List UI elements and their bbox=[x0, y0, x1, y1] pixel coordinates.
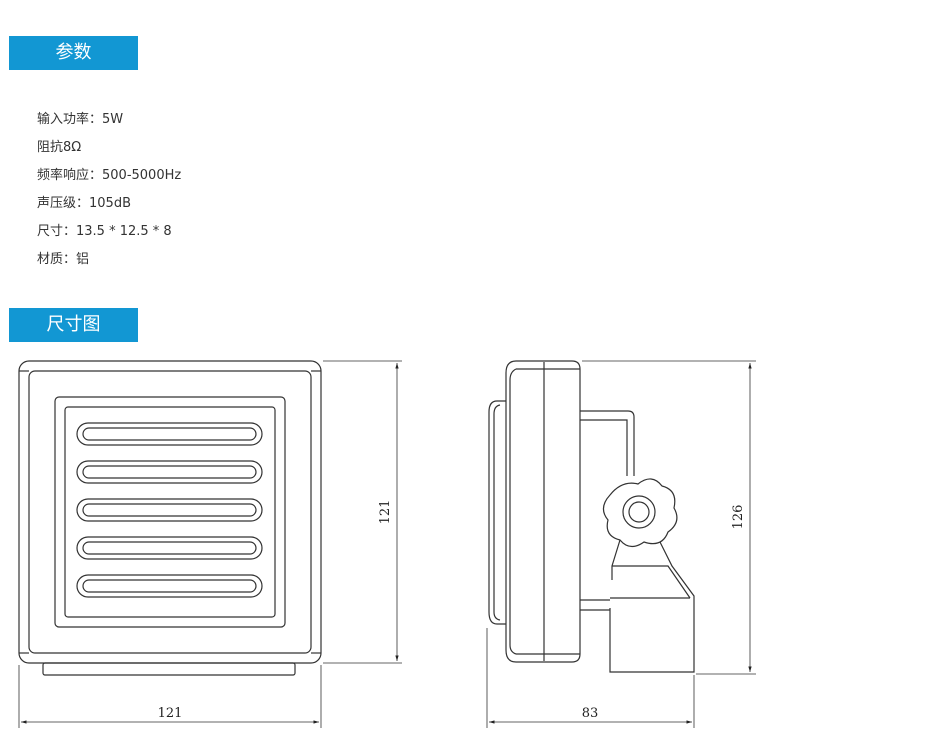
front-width-label: 121 bbox=[158, 706, 183, 721]
front-housing-inner bbox=[28, 370, 312, 654]
section-header-params: 参数 bbox=[9, 36, 138, 70]
section-header-dimensions: 尺寸图 bbox=[9, 308, 138, 342]
spec-impedance: 阻抗8Ω bbox=[37, 140, 82, 155]
side-housing bbox=[505, 360, 581, 663]
grille-frame-inner bbox=[64, 406, 276, 618]
front-base-foot bbox=[42, 662, 296, 676]
front-height-label: 121 bbox=[378, 500, 393, 525]
side-depth-dimension bbox=[486, 628, 695, 728]
spec-material: 材质：铝 bbox=[37, 252, 90, 267]
spec-size: 尺寸：13.5 * 12.5 * 8 bbox=[37, 224, 172, 239]
grille-frame-outer bbox=[54, 396, 286, 628]
spec-list: 输入功率：5W 阻抗8Ω 频率响应：500-5000Hz 声压级：105dB 尺… bbox=[37, 106, 181, 274]
side-knob bbox=[602, 478, 678, 548]
side-height-dimension bbox=[582, 360, 756, 675]
section-title-params: 参数 bbox=[55, 42, 92, 63]
spec-sound-pressure: 声压级：105dB bbox=[37, 196, 131, 211]
spec-frequency-response: 频率响应：500-5000Hz bbox=[37, 168, 182, 183]
grille-slots bbox=[76, 422, 263, 598]
section-title-dimensions: 尺寸图 bbox=[46, 314, 101, 335]
front-width-dimension bbox=[18, 665, 322, 728]
side-front-lip bbox=[488, 400, 506, 625]
side-mount-arm bbox=[609, 541, 695, 673]
front-height-dimension bbox=[323, 360, 402, 664]
spec-power: 输入功率：5W bbox=[37, 112, 124, 127]
side-knob-hub bbox=[622, 495, 656, 529]
front-housing-outer bbox=[18, 360, 322, 664]
side-view bbox=[488, 360, 695, 673]
side-bracket-plate bbox=[580, 410, 635, 476]
side-height-label: 126 bbox=[731, 505, 746, 530]
side-depth-label: 83 bbox=[582, 706, 599, 721]
dimension-drawing: 121 121 83 bbox=[18, 360, 756, 728]
front-view bbox=[18, 360, 322, 676]
